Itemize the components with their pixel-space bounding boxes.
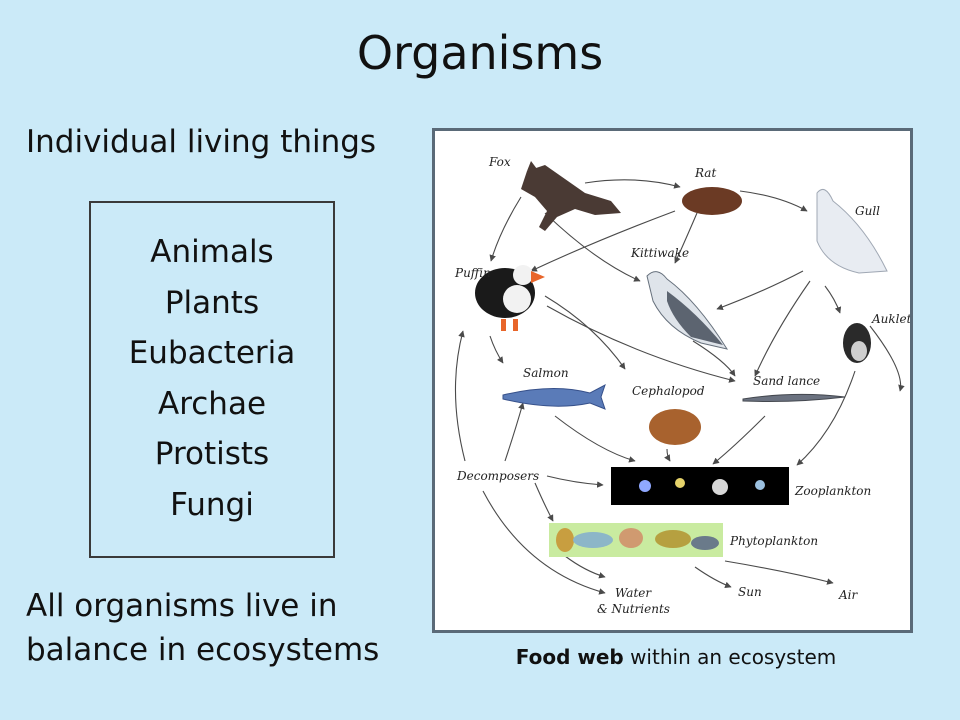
balance-line: balance in ecosystems bbox=[26, 632, 380, 668]
balance-text: All organisms live in balance in ecosyst… bbox=[26, 584, 379, 672]
arrow bbox=[544, 295, 626, 370]
label-water: Water bbox=[615, 586, 652, 600]
arrow bbox=[482, 490, 606, 595]
arrow bbox=[534, 482, 554, 522]
label-phytoplankton: Phytoplankton bbox=[729, 534, 818, 548]
arrow bbox=[489, 196, 522, 262]
phytoplankton-panel bbox=[549, 523, 723, 557]
label-kittiwake: Kittiwake bbox=[630, 246, 689, 260]
kingdom-item: Protists bbox=[154, 436, 270, 472]
label-salmon: Salmon bbox=[523, 366, 569, 380]
kingdom-item: Plants bbox=[164, 284, 260, 321]
kingdom-list: Animals Plants Eubacteria Archae Protist… bbox=[91, 227, 333, 530]
food-web-svg: Fox Rat Gull Kittiwake Puffin Auklet Sal… bbox=[454, 155, 910, 616]
fox bbox=[521, 161, 621, 231]
label-gull: Gull bbox=[855, 204, 880, 218]
cephalopod bbox=[649, 409, 701, 445]
food-web-arrows bbox=[454, 179, 905, 595]
zooplankton-panel bbox=[611, 467, 789, 505]
arrow bbox=[824, 285, 842, 314]
arrow bbox=[554, 415, 636, 463]
kittiwake bbox=[646, 271, 729, 350]
kingdom-item: Fungi bbox=[170, 486, 254, 523]
salmon bbox=[502, 383, 606, 410]
caption-bold: Food web bbox=[515, 645, 624, 669]
kingdom-item: Archae bbox=[157, 385, 267, 422]
sand-lance bbox=[742, 393, 846, 402]
arrow bbox=[692, 340, 736, 377]
arrow bbox=[489, 335, 504, 364]
puffin bbox=[475, 265, 545, 331]
label-decomposers: Decomposers bbox=[456, 469, 539, 483]
label-fox: Fox bbox=[488, 155, 511, 169]
gull bbox=[816, 188, 888, 274]
food-web-diagram: Fox Rat Gull Kittiwake Puffin Auklet Sal… bbox=[432, 128, 913, 633]
slide-subtitle: Individual living things bbox=[26, 124, 377, 160]
kingdom-box: Animals Plants Eubacteria Archae Protist… bbox=[89, 201, 335, 558]
arrow bbox=[530, 210, 676, 272]
label-sun: Sun bbox=[738, 585, 762, 599]
label-auklet: Auklet bbox=[871, 312, 910, 326]
label-cephalopod: Cephalopod bbox=[632, 384, 705, 398]
food-web-caption: Food web within an ecosystem bbox=[433, 645, 919, 669]
arrow bbox=[584, 179, 681, 189]
arrow bbox=[454, 330, 466, 462]
arrow bbox=[754, 280, 811, 377]
arrow bbox=[564, 555, 606, 579]
rat bbox=[682, 187, 742, 215]
food-web-labels: Fox Rat Gull Kittiwake Puffin Auklet Sal… bbox=[454, 155, 910, 616]
arrow bbox=[664, 448, 671, 462]
balance-line: All organisms live in bbox=[26, 588, 338, 624]
arrow bbox=[796, 370, 856, 466]
label-puffin: Puffin bbox=[454, 266, 491, 280]
label-nutrients: & Nutrients bbox=[597, 602, 670, 616]
arrow bbox=[869, 325, 905, 392]
arrow bbox=[504, 402, 525, 462]
label-air: Air bbox=[838, 588, 859, 602]
arrow bbox=[674, 212, 698, 264]
arrow bbox=[544, 212, 641, 282]
arrow bbox=[546, 475, 604, 488]
auklet bbox=[843, 323, 871, 363]
arrow bbox=[716, 270, 804, 311]
kingdom-item: Eubacteria bbox=[128, 335, 296, 371]
caption-rest: within an ecosystem bbox=[623, 645, 837, 669]
arrow bbox=[712, 415, 766, 465]
label-sand-lance: Sand lance bbox=[753, 374, 820, 388]
label-zooplankton: Zooplankton bbox=[794, 484, 871, 498]
slide-title: Organisms bbox=[356, 26, 604, 80]
arrow bbox=[739, 190, 808, 212]
arrow bbox=[546, 305, 736, 383]
kingdom-item: Animals bbox=[150, 234, 274, 270]
arrow bbox=[724, 560, 834, 585]
label-rat: Rat bbox=[694, 166, 716, 180]
arrow bbox=[694, 566, 732, 589]
